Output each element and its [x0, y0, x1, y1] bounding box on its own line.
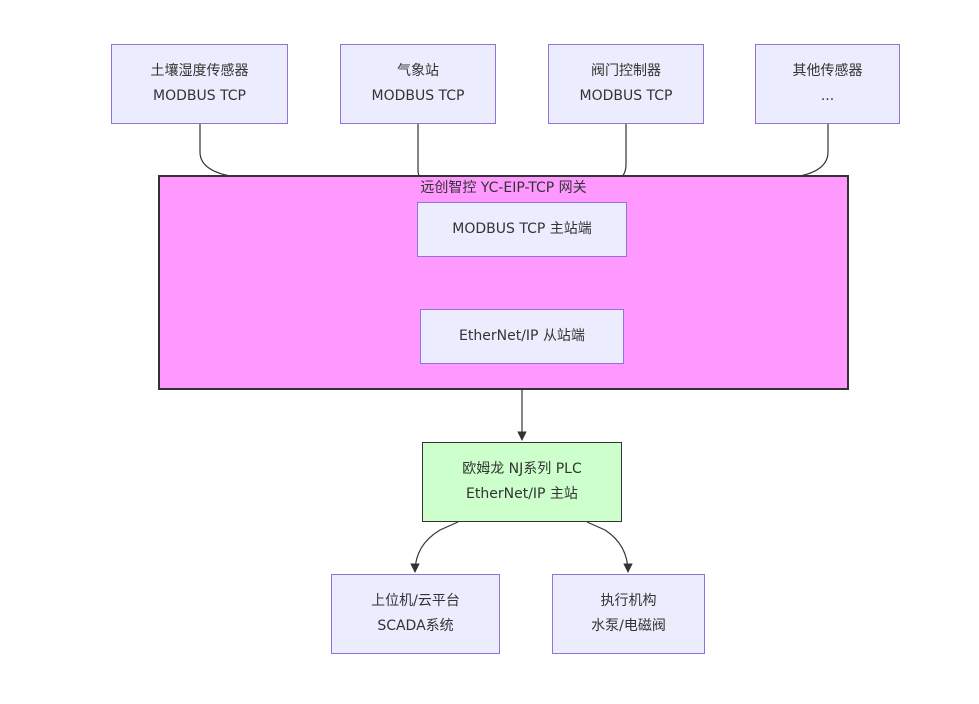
soil-sensor-name: 土壤湿度传感器 — [150, 63, 249, 79]
soil-sensor-protocol: MODBUS TCP — [152, 88, 247, 104]
valve-controller-node: 阀门控制器 MODBUS TCP — [548, 44, 704, 124]
modbus-master-node: MODBUS TCP 主站端 — [417, 202, 627, 257]
eip-slave-node: EtherNet/IP 从站端 — [420, 309, 624, 364]
valve-controller-protocol: MODBUS TCP — [579, 88, 673, 104]
scada-system: SCADA系统 — [377, 618, 454, 634]
gateway-cluster-title: 远创智控 YC-EIP-TCP 网关 — [420, 180, 587, 196]
plc-role: EtherNet/IP 主站 — [466, 486, 578, 502]
soil-sensor-node: 土壤湿度传感器 MODBUS TCP — [111, 44, 288, 124]
scada-name: 上位机/云平台 — [371, 593, 460, 609]
weather-station-protocol: MODBUS TCP — [371, 88, 465, 104]
plc-name: 欧姆龙 NJ系列 PLC — [462, 461, 582, 477]
other-sensors-name: 其他传感器 — [792, 63, 863, 79]
weather-station-node: 气象站 MODBUS TCP — [340, 44, 496, 124]
actuator-name: 执行机构 — [600, 593, 657, 609]
other-sensors-node: 其他传感器 ... — [755, 44, 900, 124]
plc-node: 欧姆龙 NJ系列 PLC EtherNet/IP 主站 — [422, 442, 622, 522]
valve-controller-name: 阀门控制器 — [591, 63, 661, 79]
actuator-node: 执行机构 水泵/电磁阀 — [552, 574, 705, 654]
other-sensors-protocol: ... — [820, 88, 835, 104]
scada-node: 上位机/云平台 SCADA系统 — [331, 574, 500, 654]
weather-station-name: 气象站 — [397, 63, 439, 79]
actuator-types: 水泵/电磁阀 — [591, 618, 666, 634]
edge-plc-to-scada — [410, 521, 459, 573]
modbus-master-label: MODBUS TCP 主站端 — [452, 221, 592, 237]
eip-slave-label: EtherNet/IP 从站端 — [459, 328, 585, 344]
edge-plc-to-actuator — [586, 521, 633, 573]
